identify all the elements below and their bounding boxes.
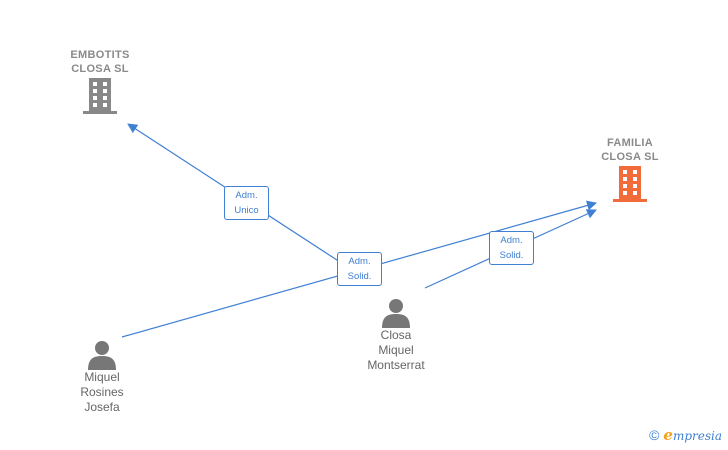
- person-node-closa[interactable]: Closa Miquel Montserrat: [354, 298, 438, 373]
- brand-logo: empresia: [663, 426, 722, 444]
- person-name-miquel: Miquel Rosines Josefa: [80, 370, 124, 414]
- person-node-miquel[interactable]: Miquel Rosines Josefa: [60, 340, 144, 415]
- footer-brand: © empresia: [649, 426, 722, 444]
- building-icon: [83, 78, 117, 114]
- edge-label-adm-solid-right[interactable]: Adm. Solid.: [489, 231, 534, 265]
- copyright-icon: ©: [649, 427, 660, 443]
- person-name-closa: Closa Miquel Montserrat: [367, 328, 425, 372]
- company-node-embotits[interactable]: EMBOTITS CLOSA SL: [50, 48, 150, 114]
- company-name-familia: FAMILIA CLOSA SL: [601, 137, 659, 163]
- building-icon: [613, 166, 647, 202]
- company-name-embotits: EMBOTITS CLOSA SL: [70, 49, 130, 75]
- person-icon: [382, 299, 410, 328]
- edge-label-adm-unico[interactable]: Adm. Unico: [224, 186, 269, 220]
- company-node-familia[interactable]: FAMILIA CLOSA SL: [580, 136, 680, 202]
- person-icon: [88, 341, 116, 370]
- edge-label-adm-solid-center[interactable]: Adm. Solid.: [337, 252, 382, 286]
